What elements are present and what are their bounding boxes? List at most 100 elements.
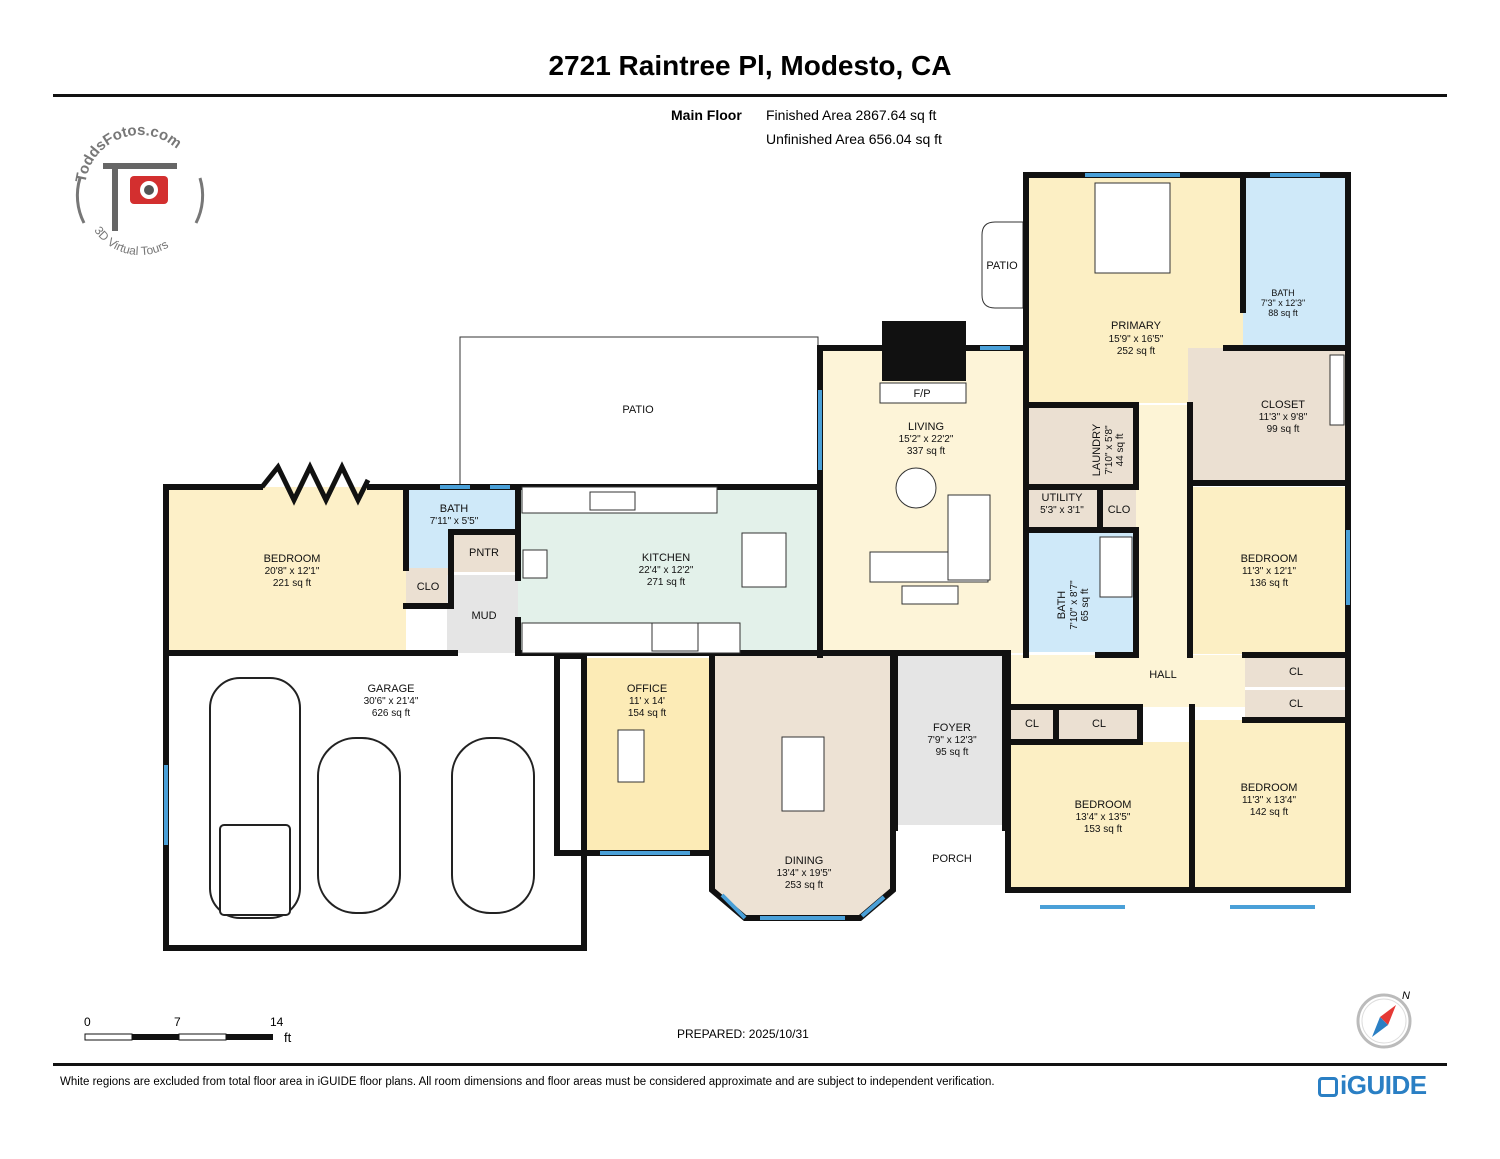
footer-divider: [53, 1063, 1447, 1066]
car-middle: [317, 737, 401, 914]
toddsfotos-logo: ToddsFotos.com 3D Virtual Tours: [73, 122, 205, 258]
living-name: LIVING: [908, 421, 944, 433]
porch-fill: [898, 828, 1003, 890]
garage-name: GARAGE: [367, 683, 414, 695]
cl4-label: CL: [1092, 718, 1106, 730]
dining-area: 253 sq ft: [785, 880, 824, 891]
bedroom-south-name: BEDROOM: [1075, 799, 1132, 811]
clo-west-fill: [406, 568, 451, 606]
fireplace: [882, 321, 966, 381]
mud-label: MUD: [471, 610, 496, 622]
bath-hall-area: 65 sq ft: [1080, 588, 1091, 621]
fp-label: F/P: [913, 388, 930, 400]
utility-fill: [1028, 487, 1100, 529]
finished-area: Finished Area 2867.64 sq ft: [766, 107, 937, 123]
living-dim: 15'2" x 22'2": [899, 434, 954, 445]
primary-bath-fill: [1243, 178, 1345, 348]
iguide-brand-text: iGUIDE: [1340, 1070, 1427, 1100]
patio-small: [981, 221, 1024, 309]
bath-west-fill: [406, 487, 518, 532]
iguide-logo: iGUIDE: [1318, 1070, 1427, 1101]
office-name: OFFICE: [627, 683, 667, 695]
cl3-label: CL: [1025, 718, 1039, 730]
railing-zigzag: [260, 461, 371, 506]
iguide-logo-icon: [1318, 1077, 1338, 1097]
page-title: 2721 Raintree Pl, Modesto, CA: [548, 50, 952, 81]
primary-area: 252 sq ft: [1117, 346, 1156, 357]
cl4-fill: [1058, 707, 1140, 742]
dining-dim: 13'4" x 19'5": [777, 868, 832, 879]
scale-bar: 0 7 14 ft: [84, 1015, 292, 1045]
scale-unit: ft: [284, 1030, 292, 1045]
foyer-fill: [895, 655, 1005, 825]
bedroom-se-name: BEDROOM: [1241, 782, 1298, 794]
cl1-fill: [1245, 657, 1345, 687]
kitchen-dim: 22'4" x 12'2": [639, 565, 694, 576]
bedroom-east-name: BEDROOM: [1241, 553, 1298, 565]
patio-main: [459, 336, 819, 488]
clo-west-label: CLO: [417, 581, 440, 593]
mud-fill: [447, 575, 518, 653]
kitchen-area: 271 sq ft: [647, 577, 686, 588]
scale-label-0: 0: [84, 1015, 91, 1029]
scale-label-7: 7: [174, 1015, 181, 1029]
closet-fill: [1188, 348, 1345, 483]
compass-icon: N: [1356, 990, 1412, 1049]
cl1-label: CL: [1289, 666, 1303, 678]
bedroom-west-dim: 20'8" x 12'1": [265, 566, 320, 577]
bedroom-south-fill: [1008, 742, 1190, 889]
pntr-label: PNTR: [469, 547, 499, 559]
closet-area: 99 sq ft: [1267, 424, 1300, 435]
bedroom-east-fill: [1190, 487, 1345, 654]
floor-label: Main Floor: [671, 107, 742, 123]
garage-dim: 30'6" x 21'4": [364, 696, 419, 707]
living-area: 337 sq ft: [907, 446, 946, 457]
scale-label-14: 14: [270, 1015, 284, 1029]
header-divider: [53, 94, 1447, 97]
clo-utility-fill: [1100, 487, 1136, 529]
primary-name: PRIMARY: [1111, 320, 1162, 332]
closet-dim: 11'3" x 9'8": [1259, 412, 1308, 423]
bedroom-west-area: 221 sq ft: [273, 578, 312, 589]
office-area: 154 sq ft: [628, 708, 667, 719]
utility-dim: 5'3" x 3'1": [1040, 505, 1084, 516]
laundry-fill: [1028, 405, 1136, 485]
bedroom-east-dim: 11'3" x 12'1": [1242, 566, 1297, 577]
bedroom-south-dim: 13'4" x 13'5": [1076, 812, 1131, 823]
car-right: [451, 737, 535, 914]
patio-small-label: PATIO: [986, 260, 1018, 272]
laundry-area: 44 sq ft: [1115, 433, 1126, 466]
primary-bath-dim: 7'3" x 12'3": [1261, 298, 1305, 308]
primary-bath-area: 88 sq ft: [1268, 308, 1298, 318]
bedroom-se-area: 142 sq ft: [1250, 807, 1289, 818]
office-dim: 11' x 14': [629, 696, 665, 707]
bath-west-name: BATH: [440, 503, 469, 515]
primary-dim: 15'9" x 16'5": [1109, 334, 1164, 345]
unfinished-area: Unfinished Area 656.04 sq ft: [766, 131, 942, 147]
bedroom-south-area: 153 sq ft: [1084, 824, 1123, 835]
primary-bath-name: BATH: [1271, 288, 1294, 298]
bedroom-se-fill: [1192, 720, 1345, 889]
hall-vertical-fill: [1136, 405, 1188, 655]
bedroom-se-dim: 11'3" x 13'4": [1242, 795, 1297, 806]
laundry-dim: 7'10" x 5'8": [1104, 425, 1115, 475]
bath-hall-name: BATH: [1056, 591, 1068, 620]
bath-hall-dim: 7'10" x 8'7": [1069, 580, 1080, 630]
bath-west-dim: 7'11" x 5'5": [430, 516, 479, 527]
hall-label: HALL: [1149, 669, 1177, 681]
foyer-area: 95 sq ft: [936, 747, 969, 758]
cl2-label: CL: [1289, 698, 1303, 710]
garage-area: 626 sq ft: [372, 708, 411, 719]
closet-name: CLOSET: [1261, 399, 1305, 411]
cl3-fill: [1008, 707, 1056, 742]
foyer-name: FOYER: [933, 722, 971, 734]
patio-main-label: PATIO: [622, 404, 654, 416]
clo-utility-label: CLO: [1108, 504, 1131, 516]
disclaimer: White regions are excluded from total fl…: [60, 1076, 995, 1088]
dining-name: DINING: [785, 855, 824, 867]
hall-fill: [1008, 655, 1245, 707]
laundry-name: LAUNDRY: [1091, 423, 1103, 476]
compass-north-label: N: [1402, 990, 1410, 1002]
cl2-fill: [1245, 690, 1345, 720]
